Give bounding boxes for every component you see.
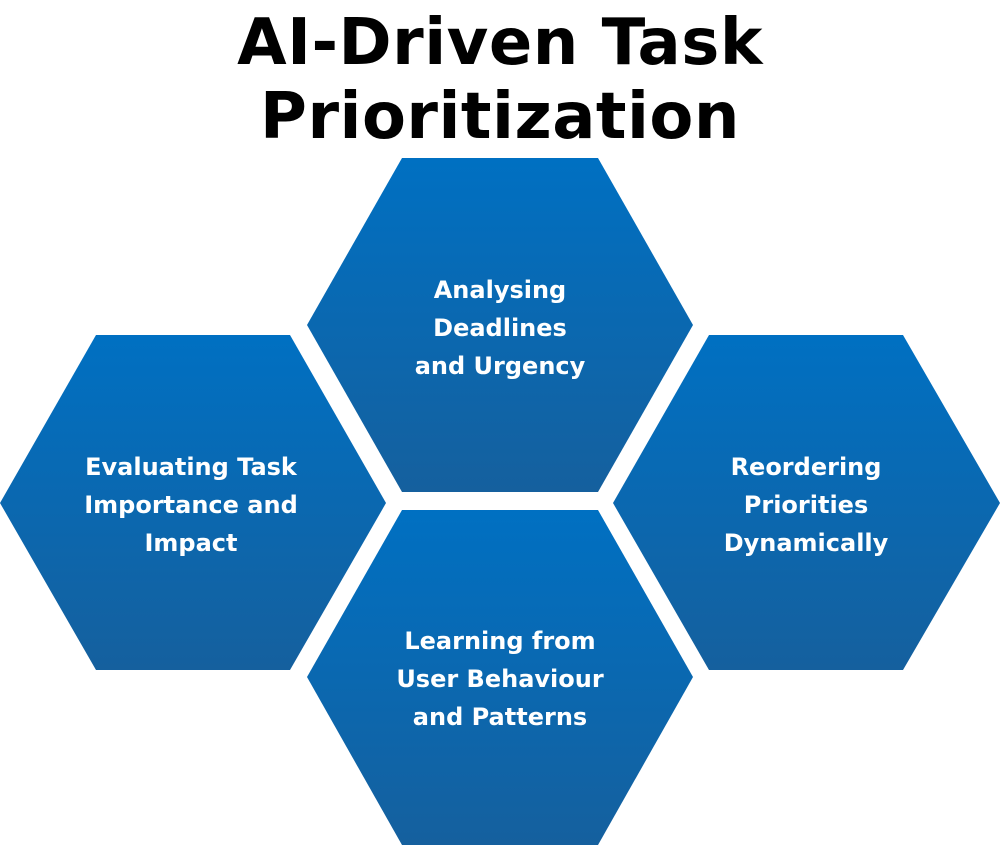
- hexagon-right: [613, 335, 1000, 670]
- hexagon-top-label: Analysing Deadlines and Urgency: [380, 271, 620, 385]
- label-line: and Urgency: [414, 352, 586, 380]
- label-line: and Patterns: [412, 703, 588, 731]
- page-title: AI-Driven Task Prioritization: [237, 6, 763, 154]
- hexagon-bottom-label: Learning from User Behaviour and Pattern…: [380, 622, 620, 736]
- label-line: Learning from: [404, 627, 596, 655]
- hexagon-bottom: [307, 510, 693, 845]
- label-line: Importance and: [84, 491, 298, 519]
- hexagon-top: [307, 158, 693, 492]
- hexagon-left-label: Evaluating Task Importance and Impact: [71, 448, 311, 562]
- label-line: Reordering: [730, 453, 882, 481]
- hexagon-right-label: Reordering Priorities Dynamically: [686, 448, 926, 562]
- label-line: Impact: [144, 529, 238, 557]
- label-line: Analysing Deadlines: [433, 276, 567, 342]
- label-line: Dynamically: [723, 529, 889, 557]
- hexagon-left: [0, 335, 386, 670]
- label-line: Priorities: [743, 491, 869, 519]
- label-line: Evaluating Task: [85, 453, 297, 481]
- label-line: User Behaviour: [396, 665, 604, 693]
